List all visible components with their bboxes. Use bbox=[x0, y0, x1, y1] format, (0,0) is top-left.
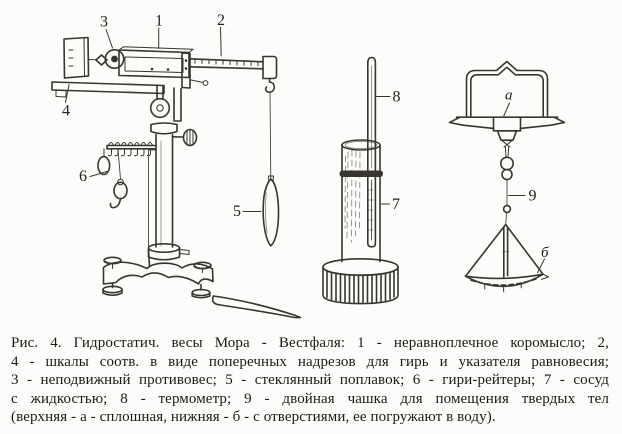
double-cup-drawing: а 9 б bbox=[448, 60, 566, 293]
label-beam: 1 bbox=[155, 13, 163, 30]
caption-line-2: 4 - шкалы соотв. в виде поперечных надре… bbox=[11, 353, 609, 370]
label-glass-float: 5 bbox=[233, 203, 241, 220]
label-pointer-scale: 4 bbox=[62, 103, 70, 120]
caption-line-4: с жидкостью; 8 - термометр; 9 - двойная … bbox=[11, 390, 609, 407]
label-thermometer: 8 bbox=[393, 89, 401, 106]
label-lower-cup: б bbox=[541, 245, 549, 261]
label-double-cup: 9 bbox=[529, 188, 537, 205]
vessel-drawing: 8 7 bbox=[322, 56, 401, 305]
figure-caption: Рис. 4. Гидростатич. весы Мора - Вестфал… bbox=[11, 334, 609, 427]
caption-line-1: Рис. 4. Гидростатич. весы Мора - Вестфал… bbox=[11, 335, 609, 351]
label-weight-scale-arm: 2 bbox=[217, 12, 225, 29]
balance-drawing: 3 1 2 4 6 5 bbox=[51, 12, 302, 319]
caption-line-5: (верхняя - а - сплошная, нижняя - б - с … bbox=[11, 409, 496, 426]
figure-illustration: 3 1 2 4 6 5 8 7 bbox=[51, 12, 566, 319]
label-counterweight: 3 bbox=[100, 14, 108, 31]
label-rider-weights: 6 bbox=[79, 168, 87, 185]
label-liquid-vessel: 7 bbox=[392, 196, 400, 213]
caption-line-3: 3 - неподвижный противовес; 5 - стеклянн… bbox=[11, 372, 609, 389]
label-upper-cup: а bbox=[505, 88, 513, 104]
